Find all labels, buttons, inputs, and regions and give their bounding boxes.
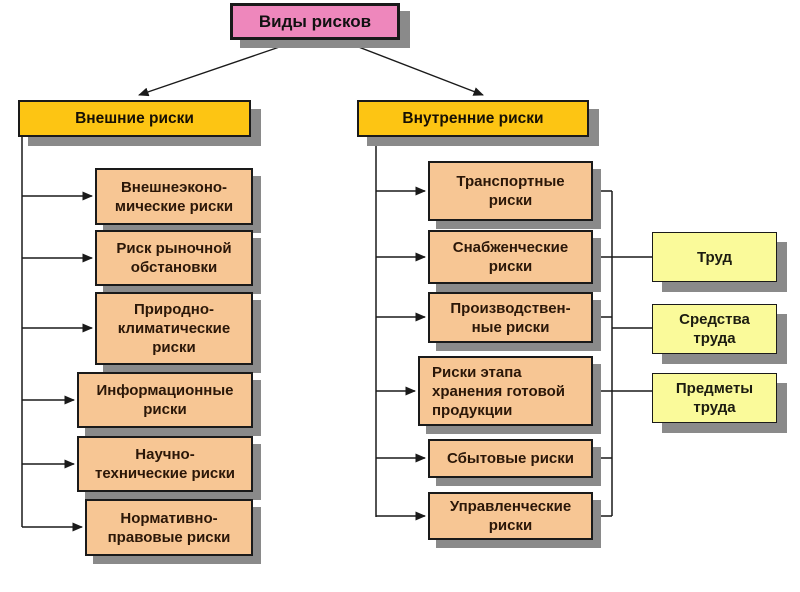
node-finished-goods-storage-risks: Риски этапа хранения готовой продукции (418, 356, 593, 426)
node-external-risks-header: Внешние риски (18, 100, 251, 137)
internal-bus-lines (375, 137, 426, 521)
node-management-risks: Управленческие риски (428, 492, 593, 540)
node-factor-labor: Труд (652, 232, 777, 282)
node-natural-climatic-risks: Природно- климатические риски (95, 292, 253, 365)
factor-bus-lines (593, 190, 652, 517)
external-bus-lines (21, 137, 93, 532)
node-market-situation-risk: Риск рыночной обстановки (95, 230, 253, 286)
node-transport-risks: Транспортные риски (428, 161, 593, 221)
node-risk-types-root: Виды рисков (230, 3, 400, 40)
node-production-risks: Производствен- ные риски (428, 292, 593, 343)
node-internal-risks-header: Внутренние риски (357, 100, 589, 137)
node-scientific-technical-risks: Научно- технические риски (77, 436, 253, 492)
root-branch-arrows (138, 40, 484, 97)
node-factor-objects-of-labor: Предметы труда (652, 373, 777, 423)
arrow-root-to-internal (342, 40, 484, 96)
node-information-risks: Информационные риски (77, 372, 253, 428)
node-sales-risks: Сбытовые риски (428, 439, 593, 478)
node-factor-means-of-labor: Средства труда (652, 304, 777, 354)
node-external-economic-risks: Внешнеэконо- мические риски (95, 168, 253, 225)
node-supply-risks: Снабженческие риски (428, 230, 593, 284)
node-regulatory-legal-risks: Нормативно- правовые риски (85, 499, 253, 556)
arrow-root-to-external (138, 40, 298, 97)
